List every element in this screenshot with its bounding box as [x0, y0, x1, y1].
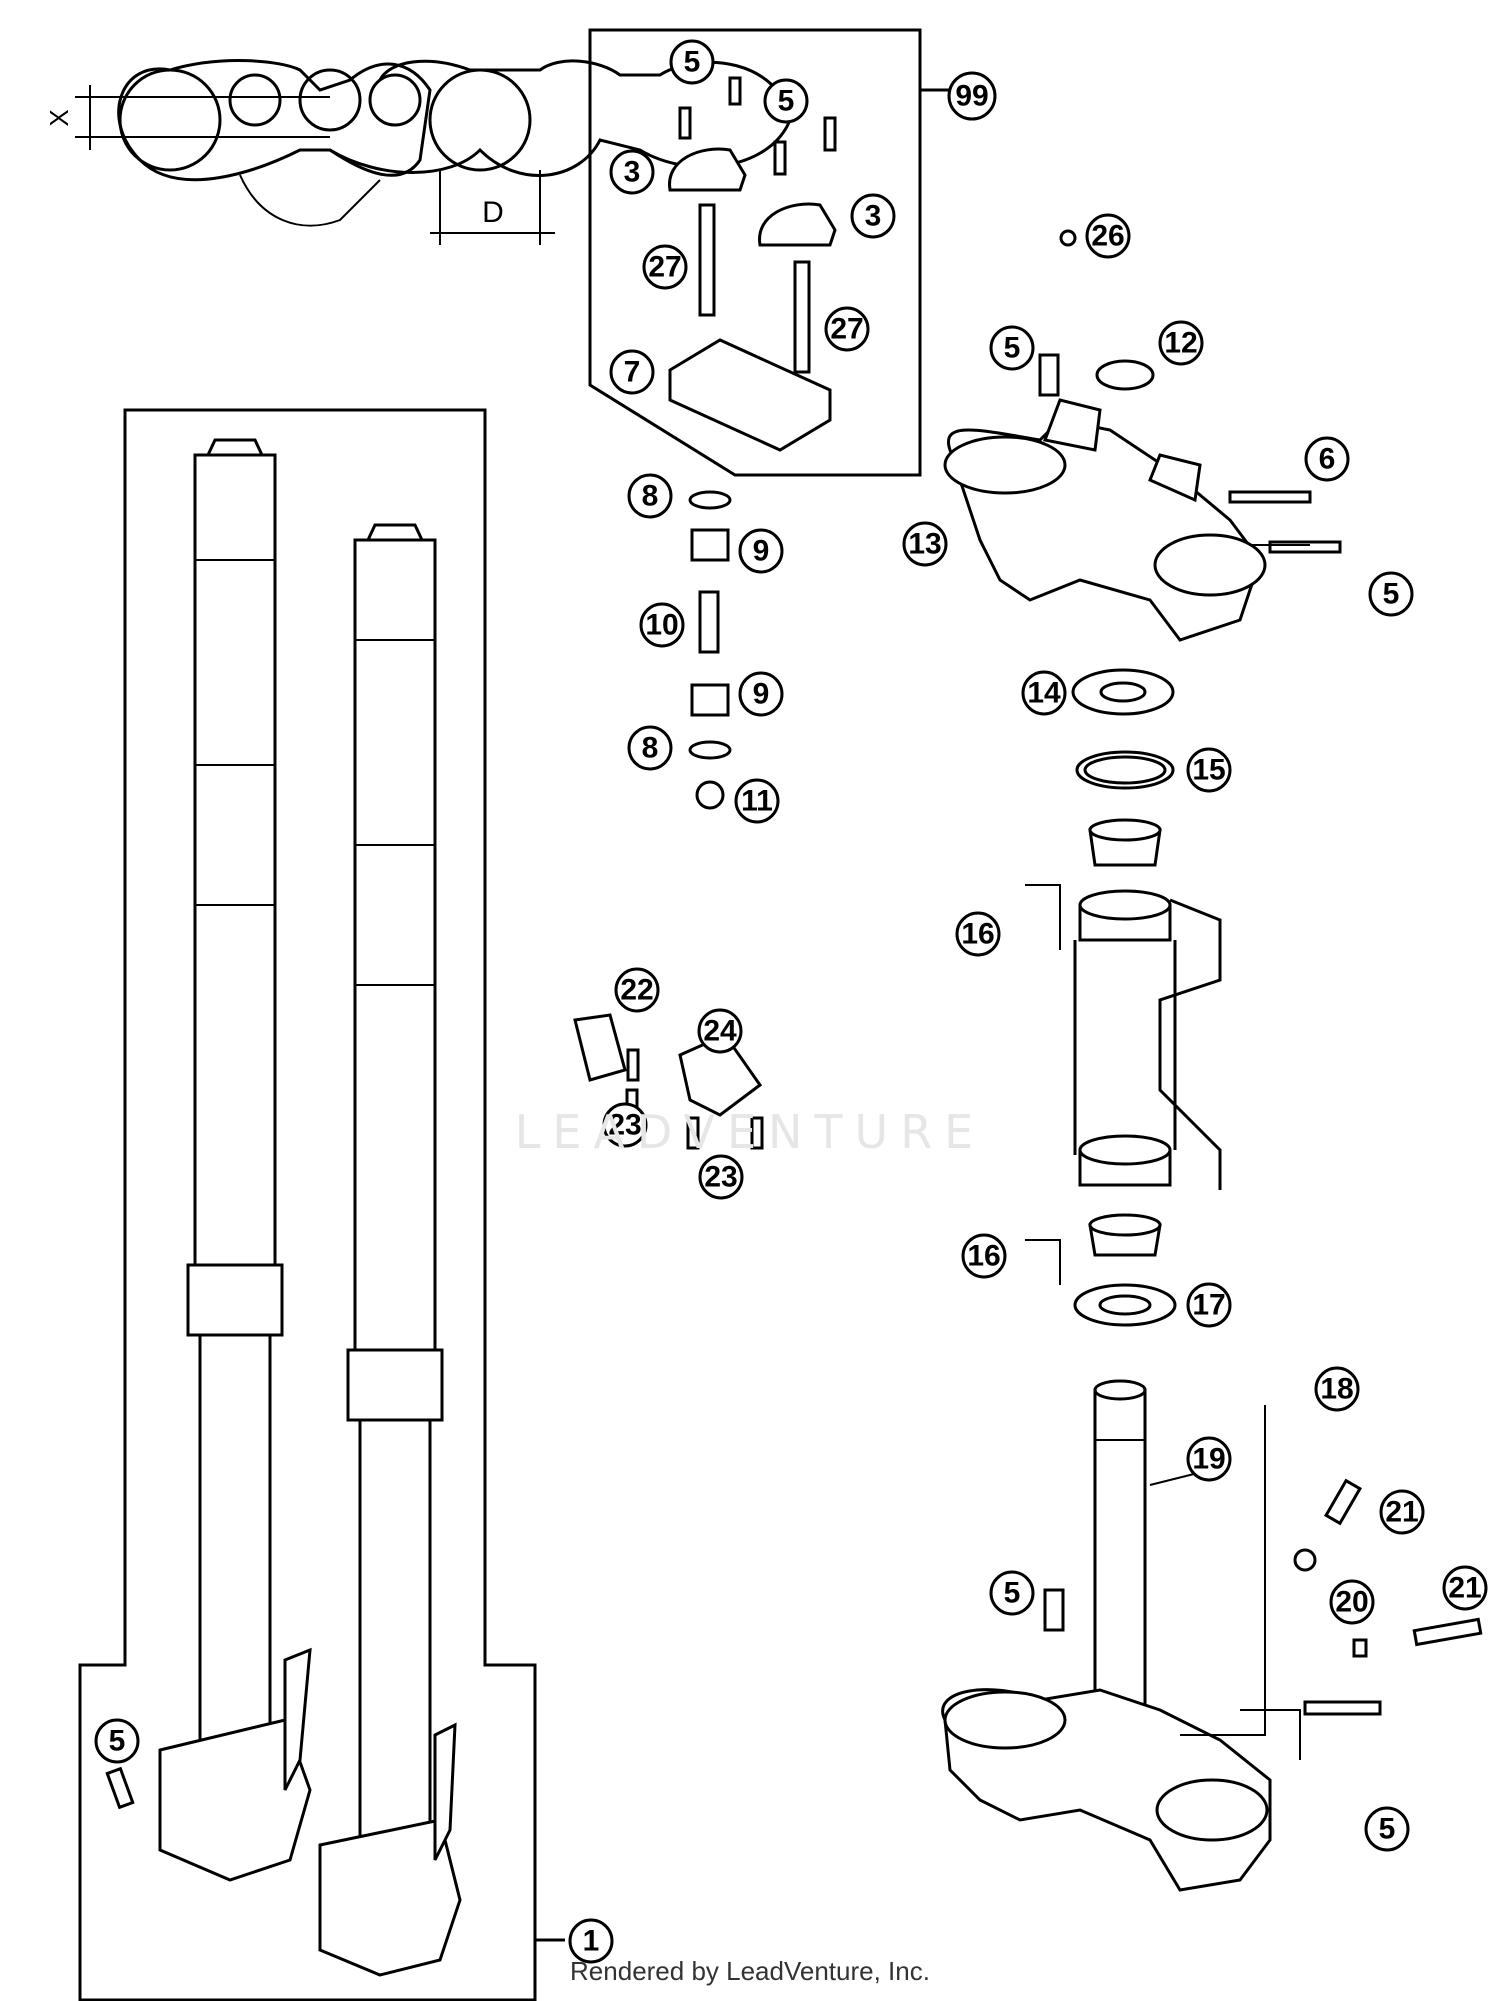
callout: 21 — [1379, 1489, 1425, 1535]
svg-text:7: 7 — [624, 356, 641, 389]
svg-text:23: 23 — [704, 1161, 737, 1194]
svg-text:22: 22 — [620, 974, 653, 1007]
callout: 7 — [609, 349, 655, 395]
callout: 20 — [1329, 1579, 1375, 1625]
svg-text:9: 9 — [753, 678, 770, 711]
callout: 5 — [989, 325, 1035, 371]
callout: 15 — [1186, 747, 1232, 793]
callout: 22 — [614, 967, 660, 1013]
svg-text:18: 18 — [1320, 1373, 1353, 1406]
callout: 21 — [1442, 1565, 1488, 1611]
svg-text:5: 5 — [109, 1725, 126, 1758]
lower-triple-clamp — [941, 1379, 1483, 1892]
svg-text:26: 26 — [1091, 220, 1124, 253]
callout: 10 — [639, 602, 685, 648]
callout: 24 — [697, 1008, 743, 1054]
svg-text:21: 21 — [1448, 1572, 1481, 1605]
svg-text:1: 1 — [583, 1925, 600, 1958]
svg-text:16: 16 — [961, 918, 994, 951]
upper-triple-clamp — [943, 229, 1342, 642]
callout: 8 — [627, 725, 673, 771]
callout: 16 — [961, 1233, 1007, 1279]
callout: 19 — [1186, 1436, 1232, 1482]
svg-text:12: 12 — [1164, 327, 1197, 360]
callout: 1 — [568, 1918, 614, 1964]
svg-text:6: 6 — [1319, 443, 1336, 476]
svg-text:23: 23 — [608, 1109, 641, 1142]
svg-text:20: 20 — [1335, 1586, 1368, 1619]
callout: 6 — [1304, 436, 1350, 482]
bushing-stack — [688, 490, 732, 810]
callout: 13 — [902, 521, 948, 567]
svg-text:10: 10 — [645, 609, 678, 642]
svg-text:5: 5 — [1004, 1577, 1021, 1610]
handlebar-clamp-kit-group — [588, 28, 950, 477]
callout: 5 — [94, 1718, 140, 1764]
svg-text:14: 14 — [1027, 677, 1061, 710]
callout: 5 — [1368, 571, 1414, 617]
svg-text:27: 27 — [830, 313, 863, 346]
svg-text:5: 5 — [1004, 332, 1021, 365]
svg-text:24: 24 — [703, 1015, 737, 1048]
svg-text:15: 15 — [1192, 754, 1225, 787]
callout: 17 — [1186, 1282, 1232, 1328]
callout: 9 — [738, 528, 784, 574]
svg-text:27: 27 — [648, 251, 681, 284]
svg-text:17: 17 — [1192, 1289, 1225, 1322]
callout: 3 — [850, 193, 896, 239]
svg-text:3: 3 — [624, 156, 641, 189]
svg-text:8: 8 — [642, 480, 659, 513]
svg-text:5: 5 — [684, 46, 701, 79]
callout: 5 — [1364, 1806, 1410, 1852]
callout: 5 — [989, 1570, 1035, 1616]
callout: 18 — [1314, 1366, 1360, 1412]
callout: 23 — [698, 1154, 744, 1200]
callout: 5 — [669, 39, 715, 85]
callout: 11 — [734, 778, 780, 824]
callout: 12 — [1158, 320, 1204, 366]
svg-text:5: 5 — [1383, 578, 1400, 611]
svg-text:8: 8 — [642, 732, 659, 765]
callout: 14 — [1021, 670, 1067, 716]
svg-text:5: 5 — [1379, 1813, 1396, 1846]
callout: 16 — [955, 911, 1001, 957]
callout: 99 — [947, 71, 997, 121]
dimension-x-label: X — [44, 109, 74, 126]
svg-text:16: 16 — [967, 1240, 1000, 1273]
callout: 26 — [1085, 213, 1131, 259]
svg-text:99: 99 — [955, 80, 988, 113]
svg-text:3: 3 — [865, 200, 882, 233]
svg-text:5: 5 — [778, 85, 795, 118]
callout: 27 — [642, 244, 688, 290]
callout: 27 — [824, 306, 870, 352]
svg-text:21: 21 — [1385, 1496, 1418, 1529]
callout: 3 — [609, 149, 655, 195]
steering-head-bearings — [1025, 668, 1222, 1327]
callout: 8 — [627, 473, 673, 519]
front-fork-assembly — [78, 408, 565, 2001]
svg-text:13: 13 — [908, 528, 941, 561]
callout: 9 — [738, 671, 784, 717]
triple-clamp-dimension-sketch — [75, 59, 792, 245]
dimension-d-label: D — [482, 196, 504, 229]
svg-text:9: 9 — [753, 535, 770, 568]
svg-text:11: 11 — [741, 785, 773, 818]
svg-text:19: 19 — [1192, 1443, 1225, 1476]
callout: 23 — [602, 1102, 648, 1148]
callout: 5 — [763, 78, 809, 124]
render-credit: Rendered by LeadVenture, Inc. — [570, 1956, 930, 1986]
